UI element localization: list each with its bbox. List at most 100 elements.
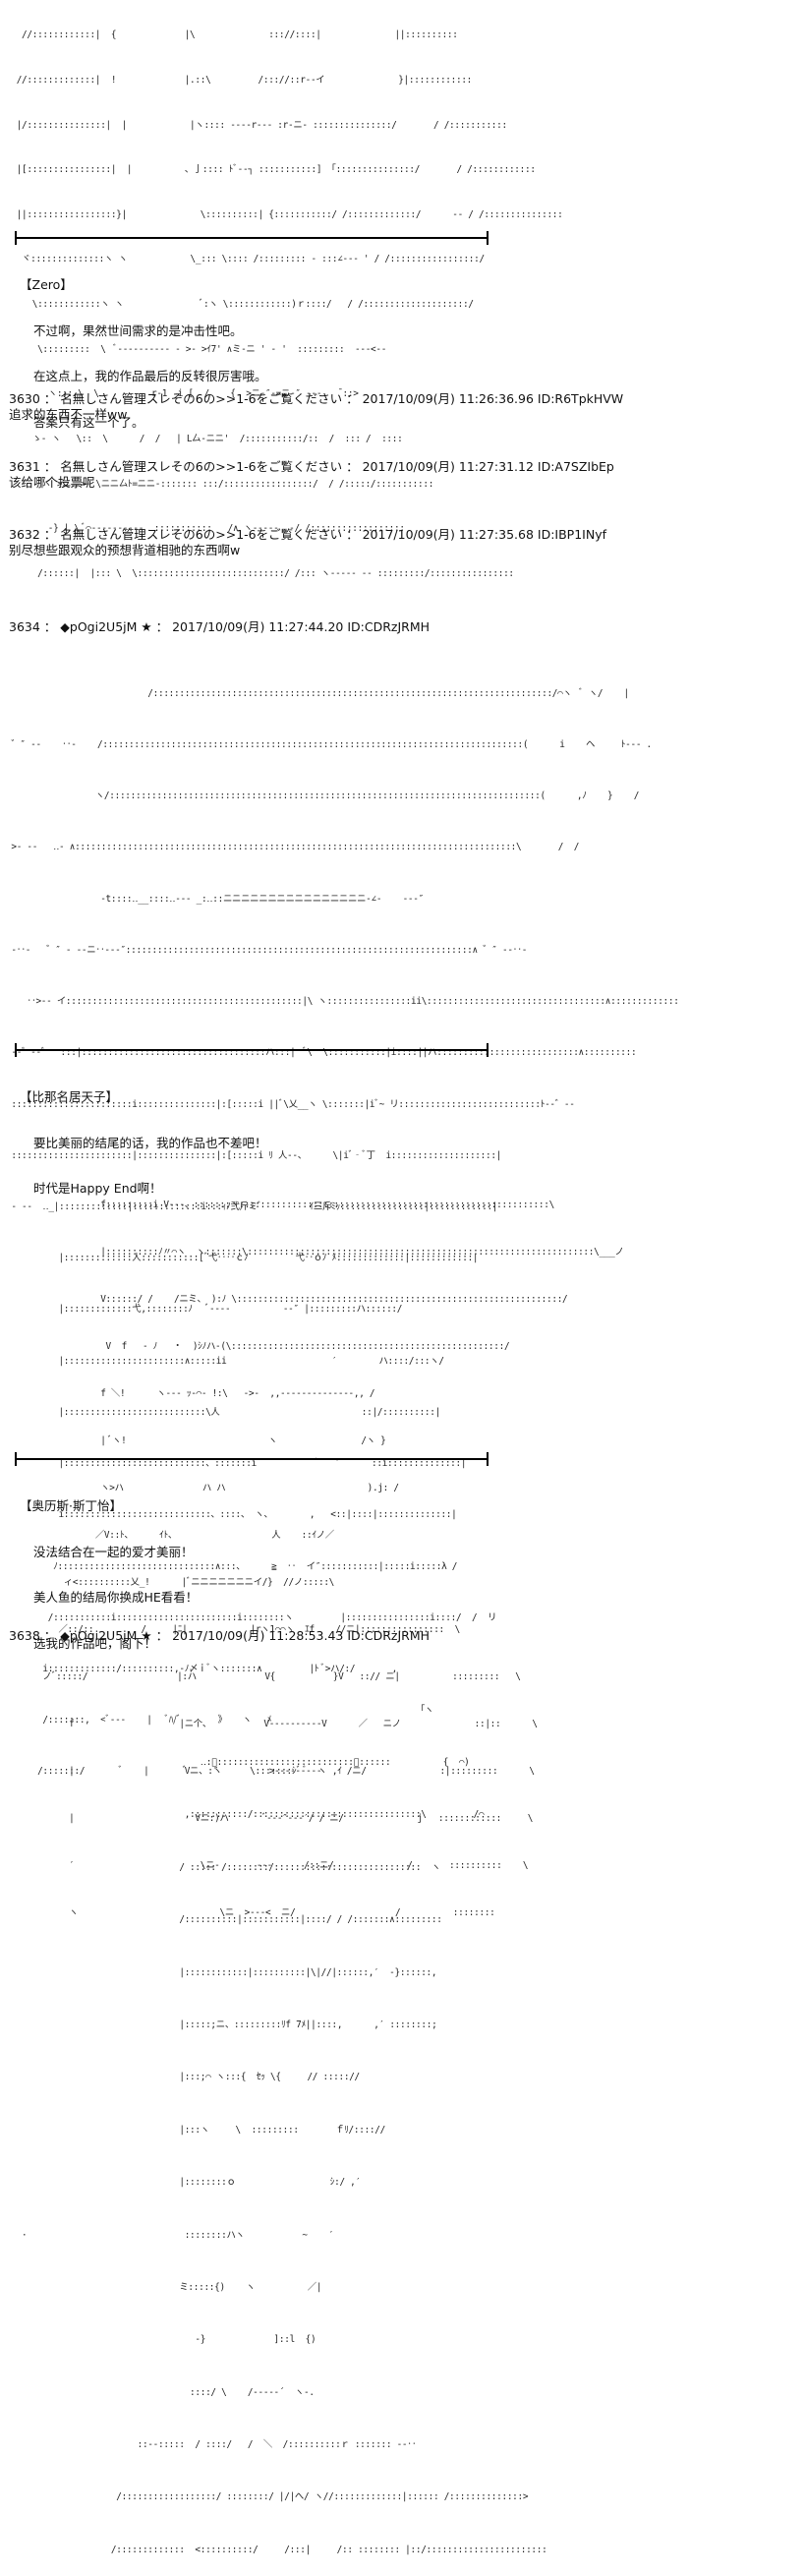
post-author: ◆pOgi2U5jM ★ bbox=[60, 1628, 152, 1643]
post-header-3634: 3634 ： ◆pOgi2U5jM ★ ： 2017/10/09(月) 11:2… bbox=[9, 619, 430, 635]
aa-line: ミ:::::{) ヽ ／| bbox=[6, 2281, 322, 2293]
post-separator: ： bbox=[43, 619, 57, 634]
post-separator: ： bbox=[43, 391, 57, 406]
post-date: 2017/10/09(月) 11:27:35.68 bbox=[362, 527, 534, 542]
aa-line: ヽ >ニニ>‐ \ニニ厶ﾄ=ニニ‐::::::: :::/:::::::::::… bbox=[6, 478, 434, 490]
aa-line: //:::::::::::::| ! |.::\ /::://::r‐‐イ }|… bbox=[6, 75, 473, 87]
aa-line: |:::::;ニ、:::::::::ﾘf 7ﾒ||::::, ,′ ::::::… bbox=[6, 2019, 437, 2030]
aa-line: |::::::::::::|::::::::::|\|//|::::::,′ ‐… bbox=[6, 1966, 437, 1978]
aa-art-ostin: f:::::::::i V‐‐‐、:::::::ヽ:::::::::::::::… bbox=[6, 1166, 624, 2000]
speech-line: 选我的作品吧，阁下！ bbox=[33, 1635, 157, 1651]
panel-divider bbox=[15, 1043, 489, 1057]
speech-line: 美人鱼的结局你换成HE看看！ bbox=[33, 1590, 199, 1605]
speech-line: 要比美丽的结尾的话，我的作品也不差吧！ bbox=[33, 1135, 267, 1150]
post-separator: ： bbox=[155, 1628, 169, 1643]
aa-art-3638: 「ヽ ‥:ﾞ::::::::::::::::::::::::::ﾞ:::::: … bbox=[6, 1667, 547, 2576]
aa-line: f:::::::::i V‐‐‐、:::::::ヽ:::::::::::::::… bbox=[6, 1200, 554, 1210]
divider-tick-right bbox=[487, 1452, 489, 1466]
aa-line: /::::::::::::: <::::::::::/ /:::| /:: ::… bbox=[6, 2544, 547, 2555]
aa-line: /:::::::::::i:::::::::::::::::::::::i:::… bbox=[6, 1611, 497, 1623]
aa-line: :::::::::::::::::::::::i:::::::::::::::|… bbox=[6, 1098, 575, 1110]
panel-divider bbox=[15, 231, 489, 245]
aa-art-tenshi: /:::::::::::::::::::::::::::::::::::::::… bbox=[6, 651, 679, 1797]
post-separator: ： bbox=[346, 391, 359, 406]
post-header-3632: 3632 ： 名無しさん管理スレその6の>>1-6をご覧ください ： 2017/… bbox=[9, 527, 606, 543]
post-header-3631: 3631 ： 名無しさん管理スレその6の>>1-6をご覧ください ： 2017/… bbox=[9, 459, 614, 475]
aa-line: /:::::::::::::::::::::::::::::::::::::::… bbox=[6, 687, 629, 699]
aa-line: |:::::::::::::::::::::::∧:::::ii ′ ハ::::… bbox=[6, 1355, 444, 1367]
aa-line: /:::::::/ ﾞ | ﾞ ″ \:::::::ｼﾞ ﾞ ヽ bbox=[6, 1766, 327, 1778]
post-id[interactable]: ID:R6TpkHVW bbox=[537, 391, 624, 406]
post-author: ◆pOgi2U5jM ★ bbox=[60, 619, 152, 634]
post-id[interactable]: ID:A7SZIbEp bbox=[537, 459, 614, 474]
post-number[interactable]: 3630 bbox=[9, 391, 40, 406]
post-date: 2017/10/09(月) 11:26:36.96 bbox=[362, 391, 534, 406]
aa-line: |:::ヽ \ ::::::::: ｆﾘ/::::// bbox=[6, 2124, 385, 2136]
divider-tick-left bbox=[15, 1452, 17, 1466]
post-id[interactable]: ID:CDRzJRMH bbox=[347, 1628, 431, 1643]
speaker-name: 【比那名居天子】 bbox=[20, 1089, 119, 1104]
aa-line: |[::::::::::::::::| | 、亅:::: ﾄﾞ‐‐┐ :::::… bbox=[6, 164, 536, 176]
aa-line: ヽ::: \ \ r‐1 i [ / { >ニ‐″‐=ニ‐″ ‐‐‐ ̄ ::> bbox=[6, 388, 359, 400]
speech-line: 答案只有这一个了。 bbox=[33, 414, 144, 430]
aa-line: · ::::::::ハヽ ~ ′ bbox=[6, 2229, 334, 2241]
aa-line: ィ<::::::::::乂_! |ﾞニニニニニニニイ/} //ノ:::::\ bbox=[6, 1577, 335, 1588]
aa-line: f |ニ个、 V‐‐‐‐‐‐‐‐‐‐V ／ ニノ ::|:: \ bbox=[6, 1719, 538, 1729]
post-number[interactable]: 3631 bbox=[9, 459, 40, 474]
aa-line: ヽ>ハ ハ ハ ).j: / bbox=[6, 1483, 399, 1493]
aa-line: | Vニ、:ヽ >‐‐‐‐‐‐‐‐‐ ,ｲ /ニ/ :|::::::::: \ bbox=[6, 1766, 535, 1777]
post-body-3631: 该给哪个投票呢 bbox=[9, 475, 95, 490]
post-number[interactable]: 3632 bbox=[9, 527, 40, 542]
post-separator: ： bbox=[43, 527, 57, 542]
post-header-3630: 3630 ： 名無しさん管理スレその6の>>1-6をご覧ください ： 2017/… bbox=[9, 391, 623, 407]
post-separator: ： bbox=[346, 459, 359, 474]
divider-tick-left bbox=[15, 231, 17, 245]
aa-line: ‥>‐‐ イ::::::::::::::::::::::::::::::::::… bbox=[6, 996, 679, 1008]
post-author: 名無しさん管理スレその6の>>1-6をご覧ください bbox=[60, 527, 343, 542]
post-separator: ： bbox=[43, 1628, 57, 1643]
aa-line: |::::::::::ﾉ〃⌒ヽ ヽ:::::::\:::::::::::::::… bbox=[6, 1247, 624, 1258]
aa-line: ゝ‐ ヽ \:: \ / / | L厶‐ニニ' /:::::::::::/:: … bbox=[6, 433, 403, 444]
post-date: 2017/10/09(月) 11:27:44.20 bbox=[172, 619, 344, 634]
speech-line: 不过啊，果然世间需求的是冲击性吧。 bbox=[33, 322, 243, 338]
aa-art-zero: //::::::::::::| { |\ ::://::::| ||::::::… bbox=[6, 0, 563, 596]
aa-line: ノﾞ:::::/ |:ハ V{ }V ::// ニ| ::::::::: \ bbox=[6, 1671, 521, 1682]
post-body-3632: 别尽想些跟观众的预想背道相驰的东西啊w bbox=[9, 543, 241, 557]
aa-line: ﾉ::::::::::::::::::::::::::::::∧:::、 ≧ ‥… bbox=[6, 1560, 458, 1572]
post-id[interactable]: ID:IBP1INyf bbox=[537, 527, 607, 542]
speaker-name: 【奥历斯·斯丁怡】 bbox=[20, 1498, 122, 1513]
speaker-name: 【Zero】 bbox=[20, 277, 73, 292]
aa-line: | Vニ:)ハ ﾞ‐‐‐″‐‐‐′/ / ニ/ j :::::::::::: \ bbox=[6, 1813, 534, 1824]
aa-line: |/:::::::::::::::| | |ヽ:::: ‐‐‐‐r‐‐‐ :r‐… bbox=[6, 119, 507, 131]
speech-line: 没法结合在一起的爱才美丽！ bbox=[33, 1544, 194, 1559]
post-id[interactable]: ID:CDRzJRMH bbox=[347, 619, 431, 634]
post-author: 名無しさん管理スレその6の>>1-6をご覧ください bbox=[60, 391, 343, 406]
aa-line: ヽ/::::::::::::::::::::::::::::::::::::::… bbox=[6, 790, 640, 802]
post-number[interactable]: 3634 bbox=[9, 619, 40, 634]
post-header-3638: 3638 ： ◆pOgi2U5jM ★ ： 2017/10/09(月) 11:2… bbox=[9, 1628, 430, 1644]
aa-line: /::::::| |::: \ \:::::::::::::::::::::::… bbox=[6, 567, 514, 579]
aa-line: ||:::::::::::::::::}| \::::::::::| {::::… bbox=[6, 208, 563, 220]
aa-line: f ＼! ヽ‐‐‐ ｯ‐⌒‐ !:\ ‐>‐ ,,‐‐‐‐‐‐‐‐‐‐‐‐‐‐,… bbox=[6, 1388, 375, 1399]
aa-line: ,:::::::::::/:::::::::::::::::::::::::::… bbox=[6, 1809, 485, 1821]
aa-line: V f ‐ ﾉ ・ )ｼﾉハ‐(\:::::::::::::::::::::::… bbox=[6, 1341, 510, 1352]
aa-line: /::::::::::::::::::/ ::::::::/ |/|へ/ ヽ//… bbox=[6, 2491, 529, 2503]
aa-line: ‐ ‐‐ ‥_|:::::::::::::|:::::::::::::i:::ｨ… bbox=[6, 1201, 498, 1212]
speech-line: 在这点上，我的作品最后的反转很厉害哦。 bbox=[33, 369, 267, 383]
aa-line: |:::::::::::::::::::::::::::\人 ::|/:::::… bbox=[6, 1406, 440, 1418]
aa-line: ‐} ]::l {) bbox=[6, 2334, 316, 2346]
aa-line: ‐‥‐ ゛″ ‐ ‐‐ニ‥‐‐‐″:::::::::::::::::::::::… bbox=[6, 944, 528, 956]
post-date: 2017/10/09(月) 11:28:53.43 bbox=[172, 1628, 344, 1643]
aa-line: >‐ ‐‐ ‥‐ ∧::::::::::::::::::::::::::::::… bbox=[6, 842, 580, 853]
divider-tick-left bbox=[15, 1043, 17, 1057]
aa-line: ゛″ ‐‐ ‥‐ /::::::::::::::::::::::::::::::… bbox=[6, 739, 652, 751]
post-separator: ： bbox=[346, 527, 359, 542]
aa-line: ヾ::::::::::::::ヽ ヽ \_::: \:::: /::::::::… bbox=[6, 254, 485, 265]
post-number[interactable]: 3638 bbox=[9, 1628, 40, 1643]
post-separator: ： bbox=[43, 459, 57, 474]
post-date: 2017/10/09(月) 11:27:31.12 bbox=[362, 459, 534, 474]
post-author: 名無しさん管理スレその6の>>1-6をご覧ください bbox=[60, 459, 343, 474]
aa-line: 「ヽ bbox=[6, 1704, 434, 1716]
panel-divider bbox=[15, 1452, 489, 1466]
aa-line: i:::::::::::::/::::::::::,‐ﾉ〆ｉﾞヽ:::::::∧… bbox=[6, 1663, 397, 1674]
